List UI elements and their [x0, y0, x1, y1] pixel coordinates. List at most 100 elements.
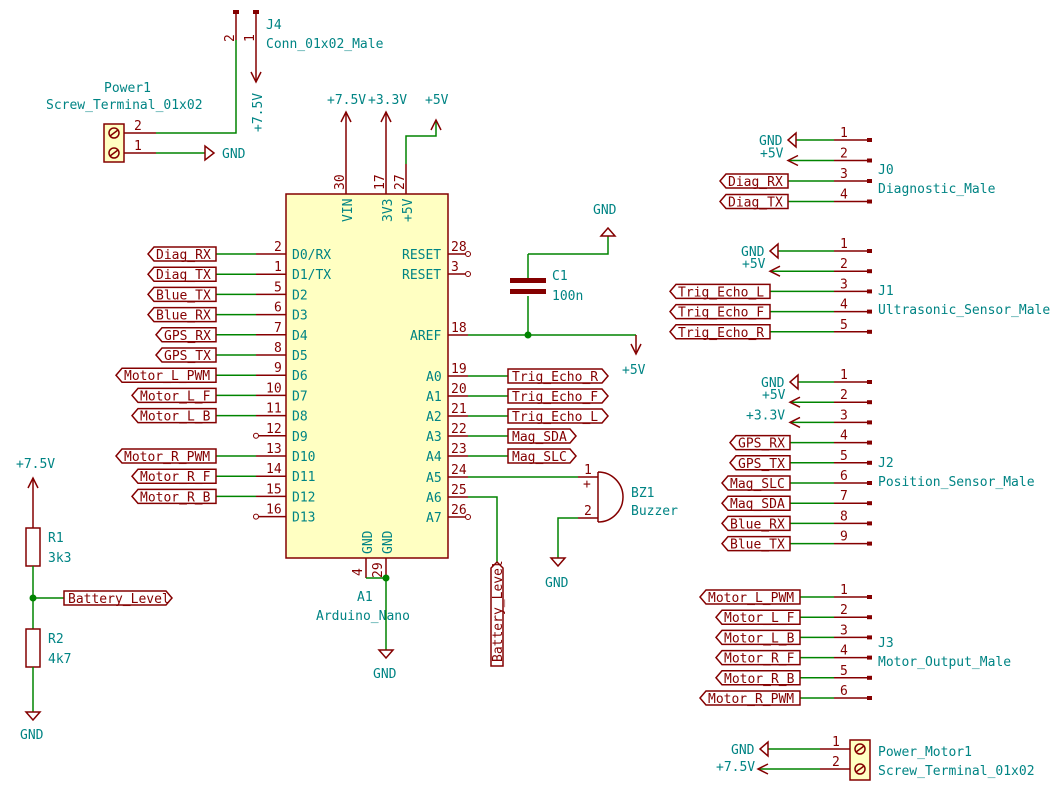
a6-battery-label: Battery_Level	[468, 496, 506, 667]
pin-number: 25	[451, 483, 467, 498]
net-label-motor-r-pwm	[699, 690, 801, 706]
a1-value: Arduino_Nano	[316, 609, 410, 624]
c1-ref: C1	[552, 269, 568, 284]
c1-value: 100n	[552, 289, 583, 304]
pin-number: 5	[840, 664, 848, 679]
power-symbol	[768, 265, 781, 277]
pin-number: 9	[274, 361, 282, 376]
net-label-motor-l-b	[715, 629, 801, 646]
j4-ref: J4	[266, 18, 282, 33]
net-label-trig-echo-f	[669, 303, 771, 320]
power-net-label: GND	[761, 376, 785, 391]
net-label-text: Mag_SLC	[730, 477, 785, 492]
net-label-blue-rx	[721, 515, 791, 532]
net-label-diag-tx	[719, 193, 789, 210]
power1-pin1-number: 1	[134, 139, 142, 154]
net-label-text: Motor_L_PWM	[124, 369, 210, 384]
pin-name: A2	[426, 410, 442, 425]
net-label-mag-sda	[721, 495, 791, 511]
svg-text:GND: GND	[20, 728, 44, 743]
pin-name: D9	[292, 430, 308, 445]
svg-text:+5V: +5V	[622, 363, 646, 378]
net-label-mag-slc	[507, 448, 577, 464]
net-label-text: Diag_TX	[728, 196, 783, 211]
pin-name: D7	[292, 389, 308, 404]
a1-5v-name: +5V	[401, 198, 416, 222]
bz1-value: Buzzer	[631, 504, 678, 519]
svg-text:Battery_Level: Battery_Level	[68, 592, 170, 607]
svg-text:GND: GND	[593, 203, 617, 218]
pin-name: A6	[426, 491, 442, 506]
net-label-text: Trig_Echo_F	[678, 306, 764, 321]
net-label-text: Motor_R_F	[140, 470, 211, 485]
j4-vcc-symbol: +7.5V	[250, 40, 266, 132]
pin-name: D2	[292, 288, 308, 303]
pin-3: 3+3.3V	[746, 408, 872, 429]
pin-number: 2	[840, 388, 848, 403]
pin-number: 14	[266, 462, 282, 477]
svg-text:GND: GND	[381, 530, 396, 554]
pin-number: 2	[840, 603, 848, 618]
svg-text:+7.5V: +7.5V	[327, 93, 366, 108]
pin-name: A0	[426, 370, 442, 385]
net-label-blue-rx	[147, 306, 217, 323]
pin-number: 7	[274, 321, 282, 336]
pin-number: 3	[840, 167, 848, 182]
j4-connector: 2 1 J4 Conn_01x02_Male	[223, 10, 384, 52]
net-label-motor-r-f	[131, 468, 217, 484]
connector-ref: J3	[878, 636, 894, 651]
net-label-text: Diag_RX	[156, 248, 211, 263]
net-label-motor-l-f	[131, 387, 217, 404]
pin-name: D13	[292, 511, 315, 526]
net-label-motor-r-pwm	[115, 448, 217, 464]
a1-5v-power-symbol: +5V	[405, 93, 449, 164]
pin-name: A5	[426, 471, 442, 486]
net-label-text: Mag_SDA	[512, 430, 567, 445]
divider-vcc-symbol: +7.5V	[16, 457, 55, 528]
pin-number: 6	[840, 469, 848, 484]
j4-pin1-number: 1	[243, 34, 258, 42]
power-symbol	[788, 416, 801, 429]
pin-number: 1	[840, 368, 848, 383]
pin-number: 3	[451, 260, 459, 275]
net-label-text: Trig_Echo_L	[678, 285, 764, 300]
pin-number: 20	[451, 382, 467, 397]
a1-gnd-symbol: GND	[373, 649, 397, 682]
net-label-text: Blue_TX	[156, 288, 211, 303]
j0-connector: 1GND2+5V3Diag_RX4Diag_TXJ0Diagnostic_Mal…	[719, 126, 996, 211]
net-label-gps-rx	[155, 327, 217, 343]
net-label-text: Blue_RX	[156, 309, 211, 324]
pin-2: 2+5V	[742, 257, 872, 277]
power-motor1-terminal: 1GND2+7.5VPower_Motor1Screw_Terminal_01x…	[716, 735, 1035, 781]
net-label-gps-tx	[155, 347, 217, 363]
pin-name: D11	[292, 470, 315, 485]
connector-value: Position_Sensor_Male	[878, 475, 1035, 490]
connector-ref: Power_Motor1	[878, 745, 972, 760]
net-label-text: Motor_L_PWM	[708, 591, 794, 606]
bz1-buzzer: 1 2 + BZ1 Buzzer GND	[468, 463, 678, 591]
pin-number: 4	[840, 298, 848, 313]
net-label-motor-l-f	[715, 609, 801, 625]
pin-number: 12	[266, 422, 282, 437]
gnd-symbol	[768, 242, 779, 260]
connector-value: Screw_Terminal_01x02	[878, 764, 1035, 779]
svg-text:29: 29	[371, 562, 386, 578]
net-label-text: GPS_RX	[738, 437, 785, 452]
